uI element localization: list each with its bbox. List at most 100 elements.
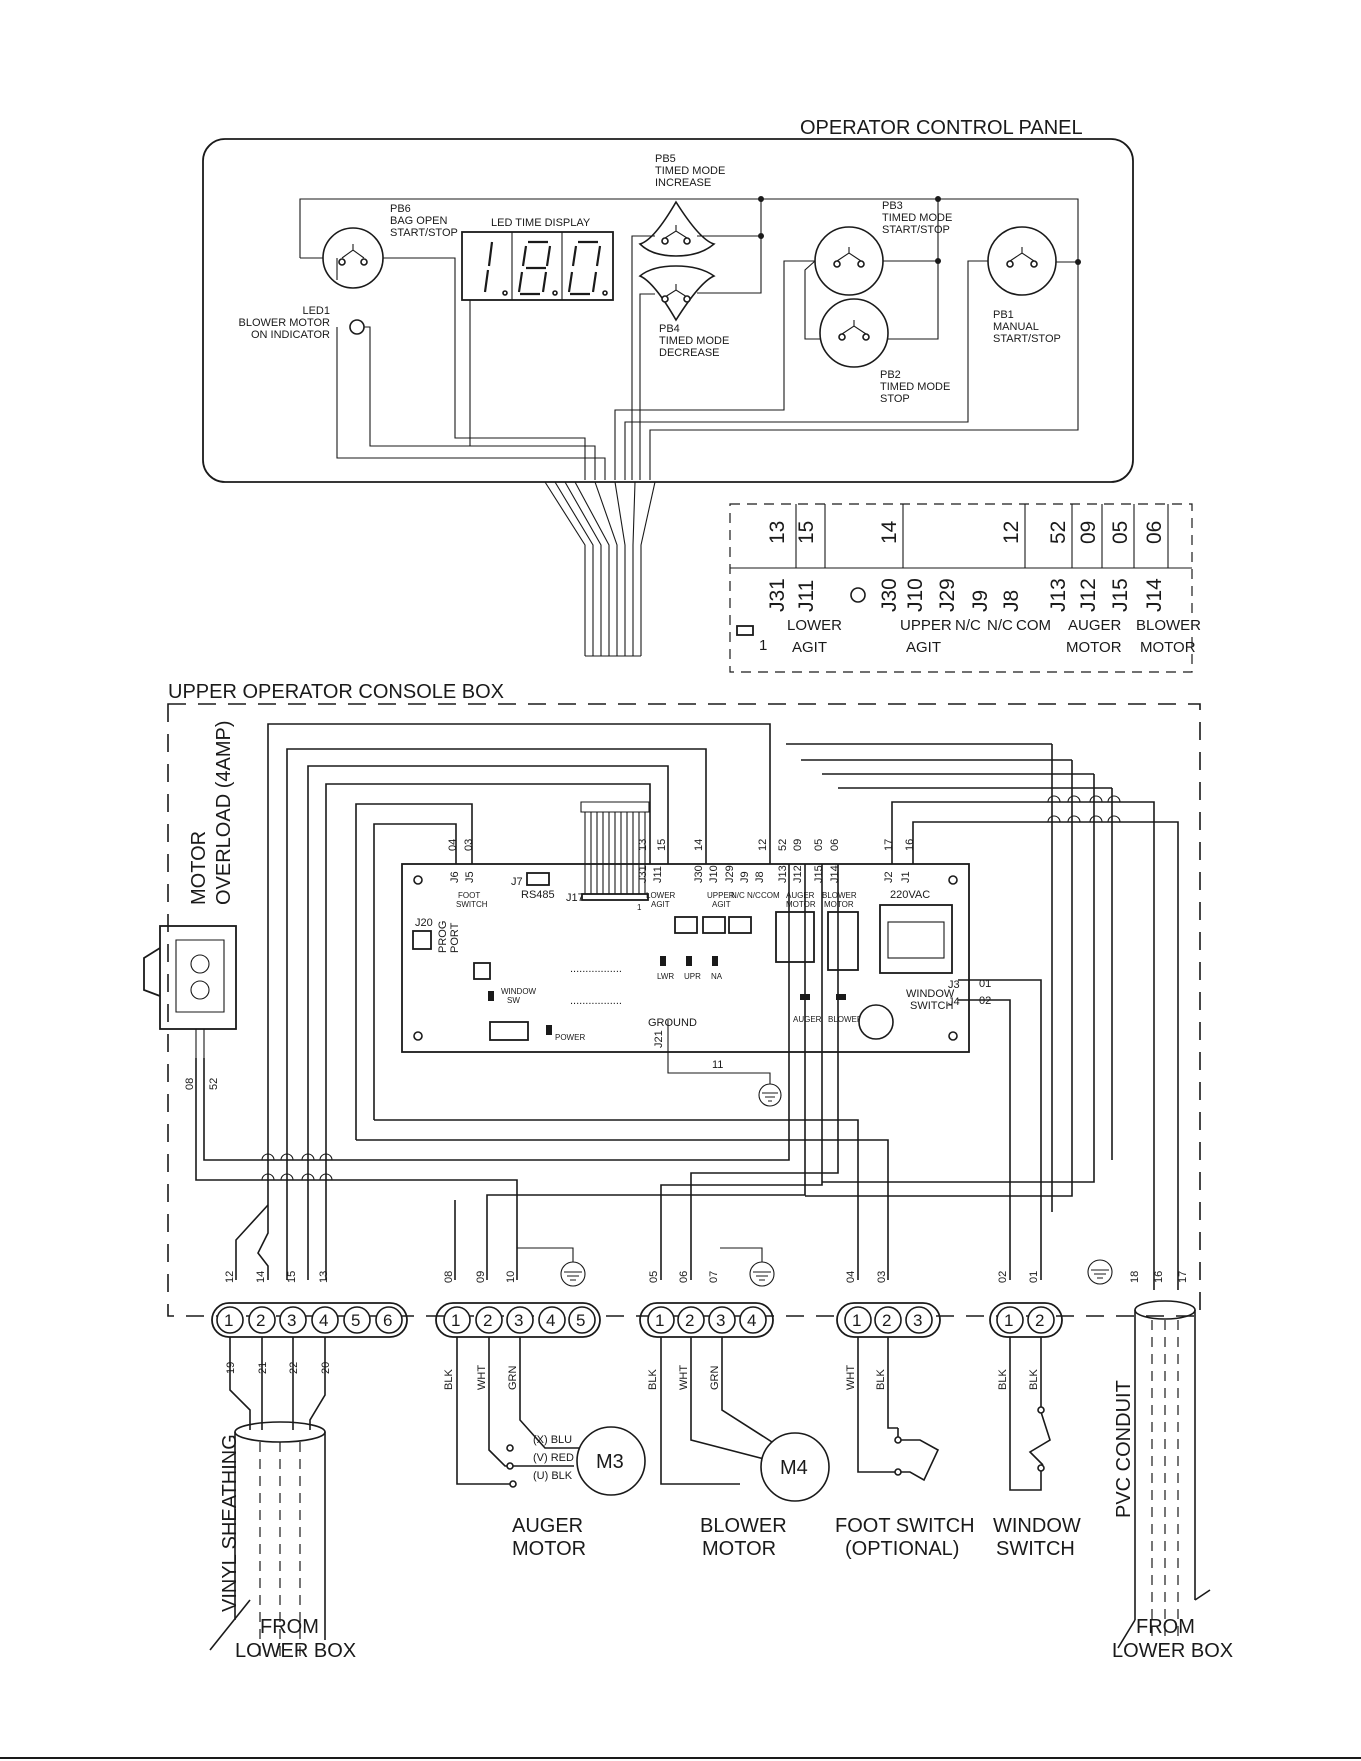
pb4-label-3: DECREASE [659, 347, 720, 359]
right-wire-16: 16 [1153, 1271, 1165, 1283]
tb4-bottom-wht: WHT [845, 1365, 857, 1390]
board-wire-09: 09 [792, 839, 804, 851]
board-wire-16: 16 [904, 839, 916, 851]
rs485-connector [526, 872, 550, 886]
strip-jack-j30: J30 [878, 578, 901, 612]
board-dots-2: ................. [570, 995, 622, 1007]
strip-motor-2: MOTOR [1140, 639, 1196, 656]
board-wire-15: 15 [656, 839, 668, 851]
overload-wire-08: 08 [184, 1078, 196, 1090]
board-jack-j1: J1 [900, 871, 912, 883]
pvc-conduit [1117, 1300, 1211, 1649]
board-ground-symbol [758, 1083, 782, 1107]
foot-caption-2: (OPTIONAL) [845, 1538, 959, 1560]
tb1-wire-13: 13 [318, 1271, 330, 1283]
strip-auger: AUGER [1068, 617, 1122, 634]
board-j4: J4 [948, 996, 960, 1008]
pvc-caption: PVC CONDUIT [1113, 1380, 1135, 1518]
tb3-wire-06: 06 [678, 1271, 690, 1283]
board-jack-j11: J11 [652, 866, 664, 883]
board-window-switch-1: WINDOW [906, 988, 955, 1000]
board-foot-switch-1: FOOT [458, 891, 480, 900]
tb4-t2: 2 [882, 1311, 891, 1330]
strip-wire-06: 06 [1143, 521, 1166, 544]
console-wiring [195, 723, 1179, 1290]
strip-wire-15: 15 [795, 521, 818, 544]
led1-label-2: BLOWER MOTOR [239, 317, 331, 329]
tb1-wire-12: 12 [224, 1271, 236, 1283]
tb5-wire-01: 01 [1028, 1271, 1040, 1283]
pb1-button [987, 226, 1057, 296]
strip-com: COM [1016, 617, 1051, 634]
terminal-block-5 [989, 1302, 1063, 1338]
board-com: COM [761, 891, 780, 900]
tb4-wire-04: 04 [845, 1271, 857, 1283]
wire-crossovers [261, 795, 1121, 1181]
blower-caption-2: MOTOR [702, 1538, 776, 1560]
board-auger: AUGER [793, 1015, 822, 1024]
board-auger-motor-2: MOTOR [786, 900, 816, 909]
board-upper-agit-1: UPPER [707, 891, 735, 900]
tb1-bottom-21: 21 [257, 1362, 269, 1374]
power-regulator [489, 1021, 529, 1041]
blower-relay [827, 911, 859, 971]
pb2-label-3: STOP [880, 393, 910, 405]
j17-ribbon [580, 801, 650, 901]
board-wire-03: 03 [463, 839, 475, 851]
panel-wiring [299, 196, 1081, 480]
board-jack-j14: J14 [829, 865, 841, 883]
tb2-t4: 4 [546, 1311, 555, 1330]
tb1-t4: 4 [319, 1311, 328, 1330]
terminal-block-2 [435, 1302, 601, 1338]
board-jack-j5: J5 [464, 871, 476, 883]
strip-nc-1: N/C [955, 617, 981, 634]
tb2-t5: 5 [576, 1311, 585, 1330]
overload-wire-52: 52 [208, 1078, 220, 1090]
board-wire-52: 52 [777, 839, 789, 851]
m3-lead-u: (U) BLK [533, 1470, 573, 1482]
tb1-bottom-20: 20 [320, 1362, 332, 1374]
board-j17-pin: 1 [637, 903, 642, 912]
board-window-switch-2: SWITCH [910, 1000, 953, 1012]
pb2-label-1: PB2 [880, 369, 901, 381]
tb2-wire-08: 08 [443, 1271, 455, 1283]
pb5-button [638, 200, 716, 257]
foot-switch-wiring [857, 1337, 940, 1482]
strip-mount-hole [850, 587, 866, 603]
strip-lower: LOWER [787, 617, 842, 634]
tb3-t4: 4 [747, 1311, 756, 1330]
connector-strip-outline [729, 503, 1193, 673]
from-lower-right-1: FROM [1136, 1616, 1195, 1638]
board-j21: J21 [653, 1030, 665, 1048]
pb4-label-2: TIMED MODE [659, 335, 729, 347]
ground-symbol-blower [720, 1247, 775, 1287]
strip-jack-j15: J15 [1109, 578, 1132, 612]
strip-jack-j29: J29 [936, 578, 959, 612]
from-lower-right-2: LOWER BOX [1112, 1640, 1233, 1662]
board-jack-j30: J30 [693, 865, 705, 883]
console-title: UPPER OPERATOR CONSOLE BOX [168, 681, 504, 703]
window-caption-1: WINDOW [993, 1515, 1081, 1537]
strip-wire-14: 14 [878, 520, 901, 544]
vinyl-caption: VINYL SHEATHING [219, 1434, 241, 1612]
board-jack-j9: J9 [739, 871, 751, 883]
pb1-label-3: START/STOP [993, 333, 1061, 345]
strip-agit-1: AGIT [792, 639, 827, 656]
right-wire-17: 17 [1177, 1271, 1189, 1283]
pb2-label-2: TIMED MODE [880, 381, 950, 393]
board-led-na: NA [711, 972, 723, 981]
board-jack-j15: J15 [813, 865, 825, 883]
ground-wire-11: 11 [712, 1059, 723, 1071]
board-jack-j10: J10 [708, 865, 720, 883]
board-power: POWER [555, 1033, 585, 1042]
pb3-label-3: START/STOP [882, 224, 950, 236]
strip-jack-j10: J10 [904, 578, 927, 612]
tb2-t3: 3 [514, 1311, 523, 1330]
tb4-bottom-blk: BLK [875, 1369, 887, 1390]
strip-jack-j9: J9 [969, 590, 992, 612]
pb3-label-2: TIMED MODE [882, 212, 952, 224]
board-dots-1: ................. [570, 963, 622, 975]
tb1-t6: 6 [383, 1311, 392, 1330]
terminal-block-3 [639, 1302, 774, 1338]
